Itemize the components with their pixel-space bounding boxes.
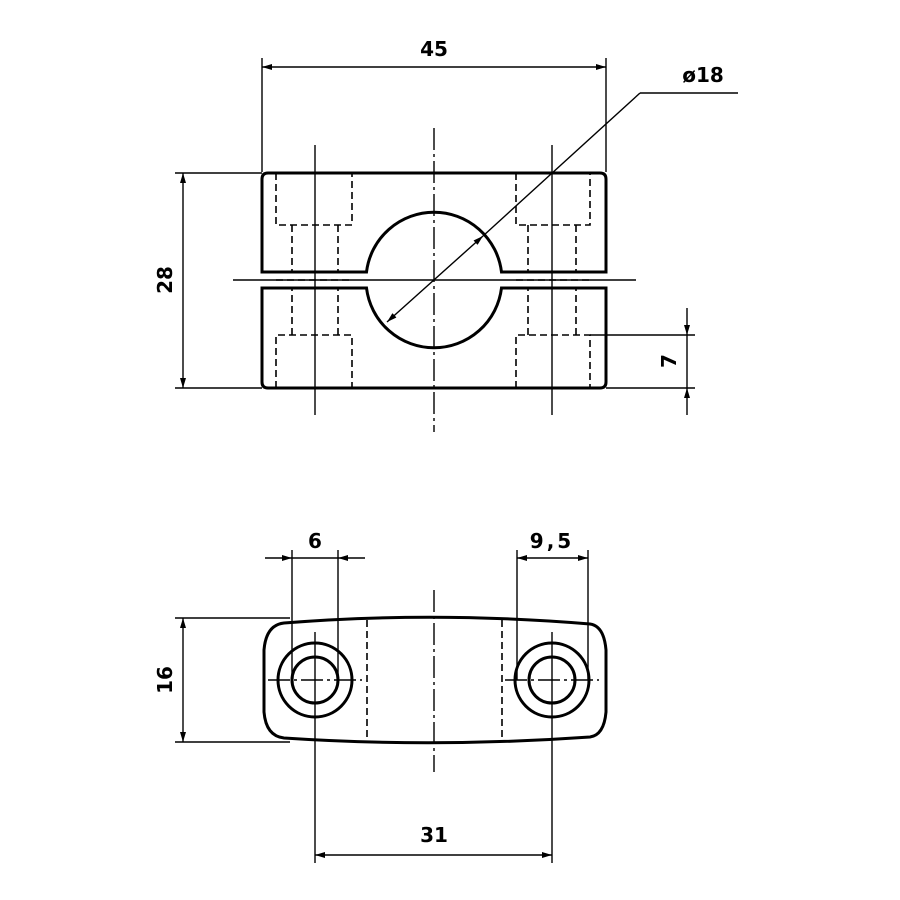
dimension-counterbore-depth: 7 <box>590 308 695 415</box>
bottom-view: 6 9,5 16 31 <box>153 529 608 863</box>
dimension-label-6: 6 <box>308 529 322 553</box>
dimension-label-45: 45 <box>420 37 448 61</box>
right-bolt-hole <box>505 632 599 728</box>
dimension-hole: 6 <box>265 529 365 676</box>
clamp-outline <box>262 615 608 745</box>
left-bolt-hole <box>268 632 362 728</box>
dimension-hole-spacing: 31 <box>314 728 553 863</box>
top-view: 45 ø18 28 7 <box>153 37 738 432</box>
dimension-width: 45 <box>261 37 607 172</box>
dimension-label-7: 7 <box>657 354 681 368</box>
dimension-label-diameter-18: ø18 <box>682 63 724 87</box>
dimension-thickness: 16 <box>153 617 290 743</box>
dimension-label-9-5: 9,5 <box>530 529 574 553</box>
dimension-height: 28 <box>153 172 262 389</box>
dimension-label-28: 28 <box>153 266 177 294</box>
upper-clamp-half <box>260 171 608 274</box>
dimension-counterbore: 9,5 <box>516 529 589 680</box>
dimension-label-31: 31 <box>420 823 448 847</box>
dimension-bore-diameter: ø18 <box>386 63 738 323</box>
lower-clamp-half <box>260 286 608 390</box>
dimension-label-16: 16 <box>153 666 177 694</box>
